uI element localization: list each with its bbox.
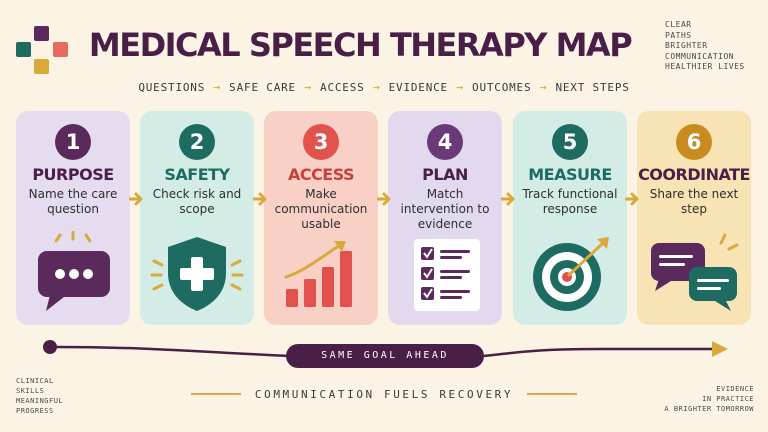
timeline-line <box>43 340 728 358</box>
step-label: COORDINATE <box>638 165 750 184</box>
footer-left-rule <box>190 393 241 395</box>
arrow-right-icon <box>129 192 143 206</box>
step-description: Track functional response <box>522 187 618 216</box>
corner-line: SKILLS <box>16 387 45 395</box>
arrow-right-icon <box>625 192 639 206</box>
step-label: SAFETY <box>164 165 230 184</box>
page-title: MEDICAL SPEECH THERAPY MAP <box>88 26 633 64</box>
flow-item: SAFE CARE <box>229 80 296 94</box>
tagline-line: CLEAR <box>665 20 692 29</box>
arrow-right-icon <box>501 192 515 206</box>
step-description: Check risk and scope <box>152 187 242 216</box>
arrow-right-icon: → <box>539 80 548 94</box>
flow-row: QUESTIONS → SAFE CARE → ACCESS → EVIDENC… <box>0 78 768 96</box>
logo-icon <box>16 26 68 74</box>
step-card-safety: 2 SAFETY Check risk and scope <box>140 111 254 325</box>
arrow-right-icon <box>377 192 391 206</box>
corner-line: CLINICAL <box>16 377 54 385</box>
corner-line: MEANINGFUL <box>16 397 64 405</box>
step-number: 6 <box>676 124 712 160</box>
step-label: PURPOSE <box>32 165 114 184</box>
arrow-right-icon: → <box>455 80 465 94</box>
tagline-line: BRIGHTER <box>665 41 708 50</box>
step-number: 4 <box>427 124 463 160</box>
step-card-coordinate: 6 COORDINATE Share the next step <box>637 111 751 325</box>
flow-item: OUTCOMES <box>472 80 532 94</box>
step-description: Make communication usable <box>274 187 368 231</box>
step-card-purpose: 1 PURPOSE Name the care question <box>16 111 130 325</box>
tagline-line: COMMUNICATION <box>665 51 735 61</box>
step-number: 3 <box>303 124 339 160</box>
corner-line: EVIDENCE <box>716 385 754 393</box>
step-card-measure: 5 MEASURE Track functional response <box>513 111 627 325</box>
corner-bottom-left: CLINICAL SKILLS MEANINGFUL PROGRESS <box>16 376 106 416</box>
corner-bottom-right: EVIDENCE IN PRACTICE A BRIGHTER TOMORROW <box>640 384 754 414</box>
step-card-plan: 4 PLAN Match intervention to evidence <box>388 111 502 325</box>
title-bar: MEDICAL SPEECH THERAPY MAP <box>80 22 640 68</box>
corner-tagline: CLEAR PATHS BRIGHTER COMMUNICATION HEALT… <box>665 20 765 73</box>
step-label: ACCESS <box>287 165 355 184</box>
footer: COMMUNICATION FUELS RECOVERY <box>0 386 768 402</box>
footer-right-rule <box>527 393 578 395</box>
flow-item: NEXT STEPS <box>555 80 630 94</box>
step-number: 1 <box>55 124 91 160</box>
step-label: MEASURE <box>528 165 612 184</box>
flow-item: QUESTIONS <box>138 80 206 94</box>
arrow-right-icon: → <box>372 80 381 94</box>
step-number: 2 <box>179 124 215 160</box>
corner-line: PROGRESS <box>16 407 54 415</box>
step-description: Share the next step <box>649 187 739 216</box>
footer-text: COMMUNICATION FUELS RECOVERY <box>254 387 514 401</box>
chat-bubbles-icon <box>651 233 739 311</box>
checklist-icon <box>414 239 480 311</box>
goal-pill: SAME GOAL AHEAD <box>286 344 484 368</box>
flow-item: ACCESS <box>320 80 365 94</box>
step-description: Match intervention to evidence <box>400 187 490 231</box>
arrow-right-icon: → <box>303 80 313 94</box>
arrow-right-icon <box>253 192 267 206</box>
arrow-right-icon: → <box>213 80 222 94</box>
bar-chart-rising-icon <box>284 241 352 307</box>
tagline-line: PATHS <box>665 30 692 40</box>
speech-bubble-icon <box>38 231 110 311</box>
flow-item: EVIDENCE <box>388 80 448 94</box>
step-label: PLAN <box>422 165 468 184</box>
step-card-access: 3 ACCESS Make communication usable <box>264 111 378 325</box>
corner-line: A BRIGHTER TOMORROW <box>664 405 754 413</box>
step-number: 5 <box>552 124 588 160</box>
tagline-line: HEALTHIER LIVES <box>665 62 745 71</box>
corner-line: IN PRACTICE <box>702 395 754 403</box>
shield-cross-icon <box>150 237 244 311</box>
step-description: Name the care question <box>28 187 118 216</box>
target-arrow-icon <box>533 237 609 311</box>
